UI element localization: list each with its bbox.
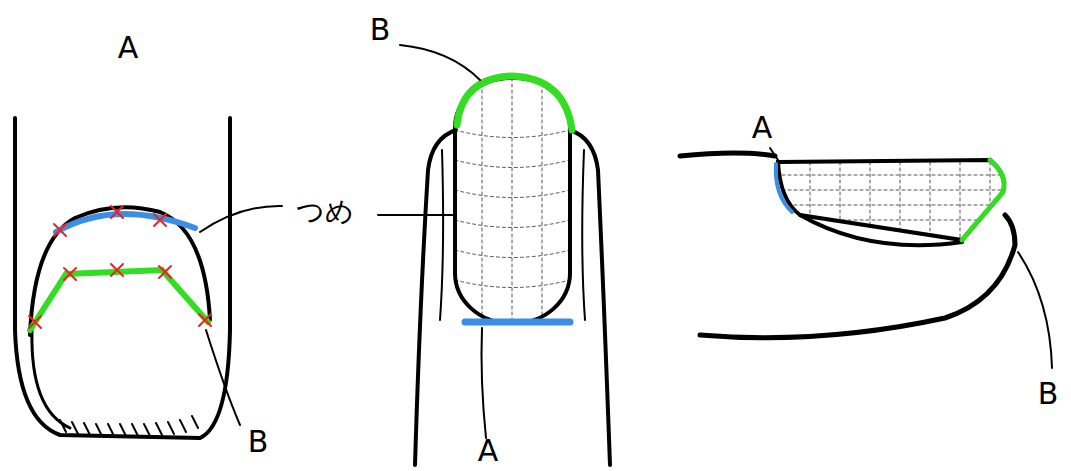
- nail-grid: [455, 78, 570, 323]
- nail-outline: [778, 160, 1004, 240]
- hatching: [60, 416, 198, 436]
- nail-root-line: [56, 214, 195, 232]
- finger-inner-line: [32, 330, 70, 428]
- leader-line: [206, 330, 240, 425]
- callout-letter: B: [1038, 379, 1059, 409]
- callout-letter: A: [752, 113, 773, 143]
- part-name: つめ: [296, 198, 354, 226]
- side-view: [680, 148, 1052, 368]
- callout-letter: B: [370, 15, 391, 45]
- callout-letter: B: [248, 427, 269, 457]
- spacer: [125, 66, 128, 214]
- cross-marks: [29, 206, 211, 328]
- finger-outline: [570, 130, 610, 465]
- leader-line: [482, 328, 487, 438]
- nail-outline: [30, 207, 210, 335]
- leader-line: [200, 206, 282, 232]
- leader-line: [1018, 252, 1052, 368]
- nail-tip-line: [457, 76, 572, 130]
- nail-outline: [455, 78, 570, 323]
- leader-line: [378, 214, 453, 216]
- finger-side-line: [582, 150, 585, 320]
- callout-letter: A: [478, 436, 499, 466]
- finger-side-line: [440, 150, 443, 320]
- nail-tip-line: [30, 270, 208, 330]
- nail-grid: [770, 150, 1010, 245]
- front-view: [15, 66, 282, 438]
- spacer: [30, 330, 120, 331]
- nail-root-line: [776, 164, 792, 212]
- callout-letter: A: [118, 33, 139, 63]
- finger-outline: [680, 153, 775, 156]
- nail-tip-line: [962, 160, 1004, 240]
- finger-outline: [415, 130, 456, 465]
- nail-root-line: [465, 319, 570, 326]
- finger-outline: [800, 215, 962, 245]
- finger-outline: [15, 118, 230, 438]
- top-view: [378, 45, 610, 465]
- leader-line: [770, 148, 778, 160]
- leader-line: [400, 45, 480, 80]
